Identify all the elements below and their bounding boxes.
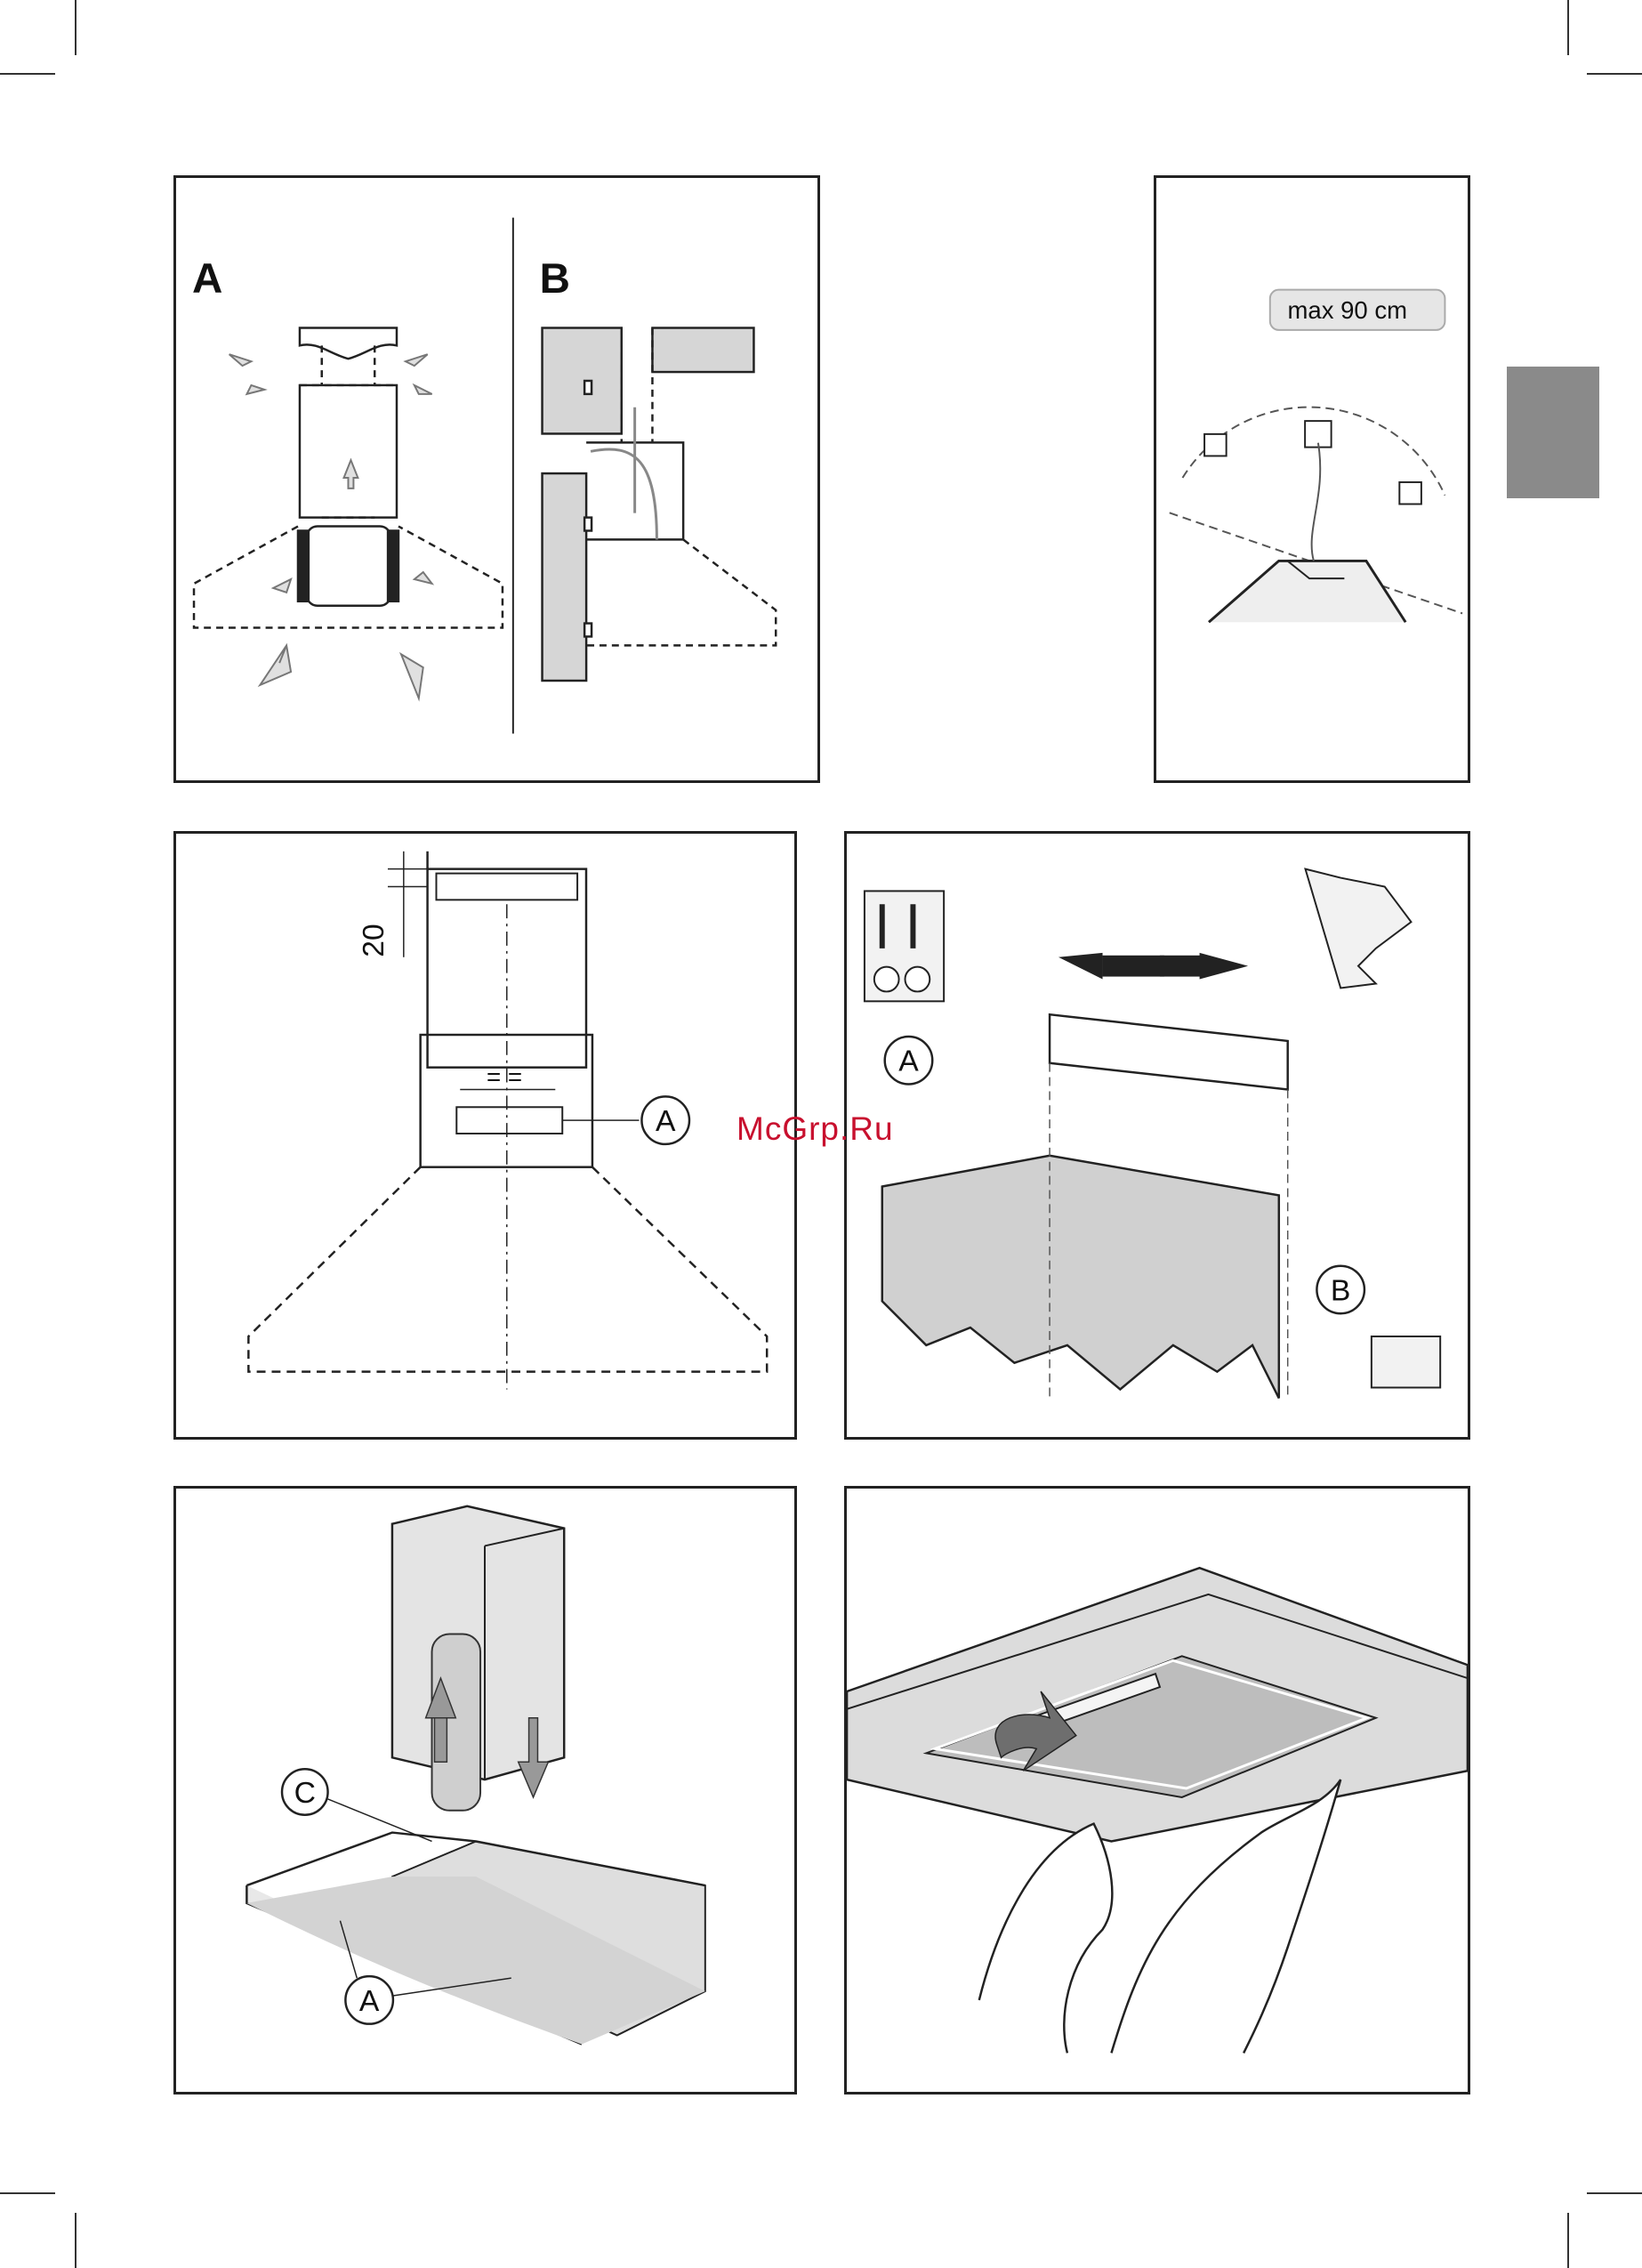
extraction-hood xyxy=(543,328,777,681)
panel-chimney-assembly: C A xyxy=(173,1486,797,2094)
crop-mark xyxy=(75,2213,76,2268)
callout-a: A xyxy=(898,1045,919,1078)
hood-chimney xyxy=(882,1156,1279,1399)
label-b: B xyxy=(540,255,570,303)
section-tab xyxy=(1507,367,1599,498)
drill-icon xyxy=(1306,869,1412,989)
callout-b: B xyxy=(1331,1273,1350,1307)
hand-icon xyxy=(979,1824,1113,2054)
crop-mark xyxy=(1587,73,1642,75)
bracket-diagram: 20 = = A xyxy=(176,834,794,1437)
chimney-diagram: C A xyxy=(176,1489,794,2092)
crop-mark xyxy=(0,2192,55,2194)
label-a: A xyxy=(192,255,222,303)
screw-icon xyxy=(1372,1336,1440,1387)
mounting-bracket xyxy=(1050,1014,1288,1089)
callout-a: A xyxy=(656,1104,676,1138)
crop-mark xyxy=(75,0,76,55)
socket-icon xyxy=(1204,434,1227,456)
drill-diagram: A B xyxy=(847,834,1468,1437)
crop-mark xyxy=(0,73,55,75)
max-distance-label: max 90 cm xyxy=(1287,296,1407,324)
hood-top xyxy=(1209,561,1405,622)
filter-diagram xyxy=(847,1489,1468,2092)
panel-wall-outlet: max 90 cm xyxy=(1154,175,1470,783)
panel-filter-removal xyxy=(844,1486,1470,2094)
equal-mark: = = xyxy=(487,1063,522,1091)
crop-mark xyxy=(1587,2192,1642,2194)
wall-diagram: max 90 cm xyxy=(1156,178,1468,780)
crop-mark xyxy=(1567,2213,1569,2268)
crop-mark xyxy=(1567,0,1569,55)
socket-icon xyxy=(1399,482,1421,504)
callout-a: A xyxy=(359,1984,380,2018)
airflow-diagram: A B xyxy=(176,178,817,780)
panel-drill-mount: A B xyxy=(844,831,1470,1440)
watermark: McGrp.Ru xyxy=(736,1110,894,1148)
arrow-left-icon xyxy=(1058,953,1103,980)
arrow-right-icon xyxy=(1200,953,1249,980)
callout-c: C xyxy=(294,1776,316,1810)
panel-bracket-position: 20 = = A xyxy=(173,831,797,1440)
panel-airflow-ab: A B xyxy=(173,175,820,783)
dimension-label: 20 xyxy=(357,924,390,956)
